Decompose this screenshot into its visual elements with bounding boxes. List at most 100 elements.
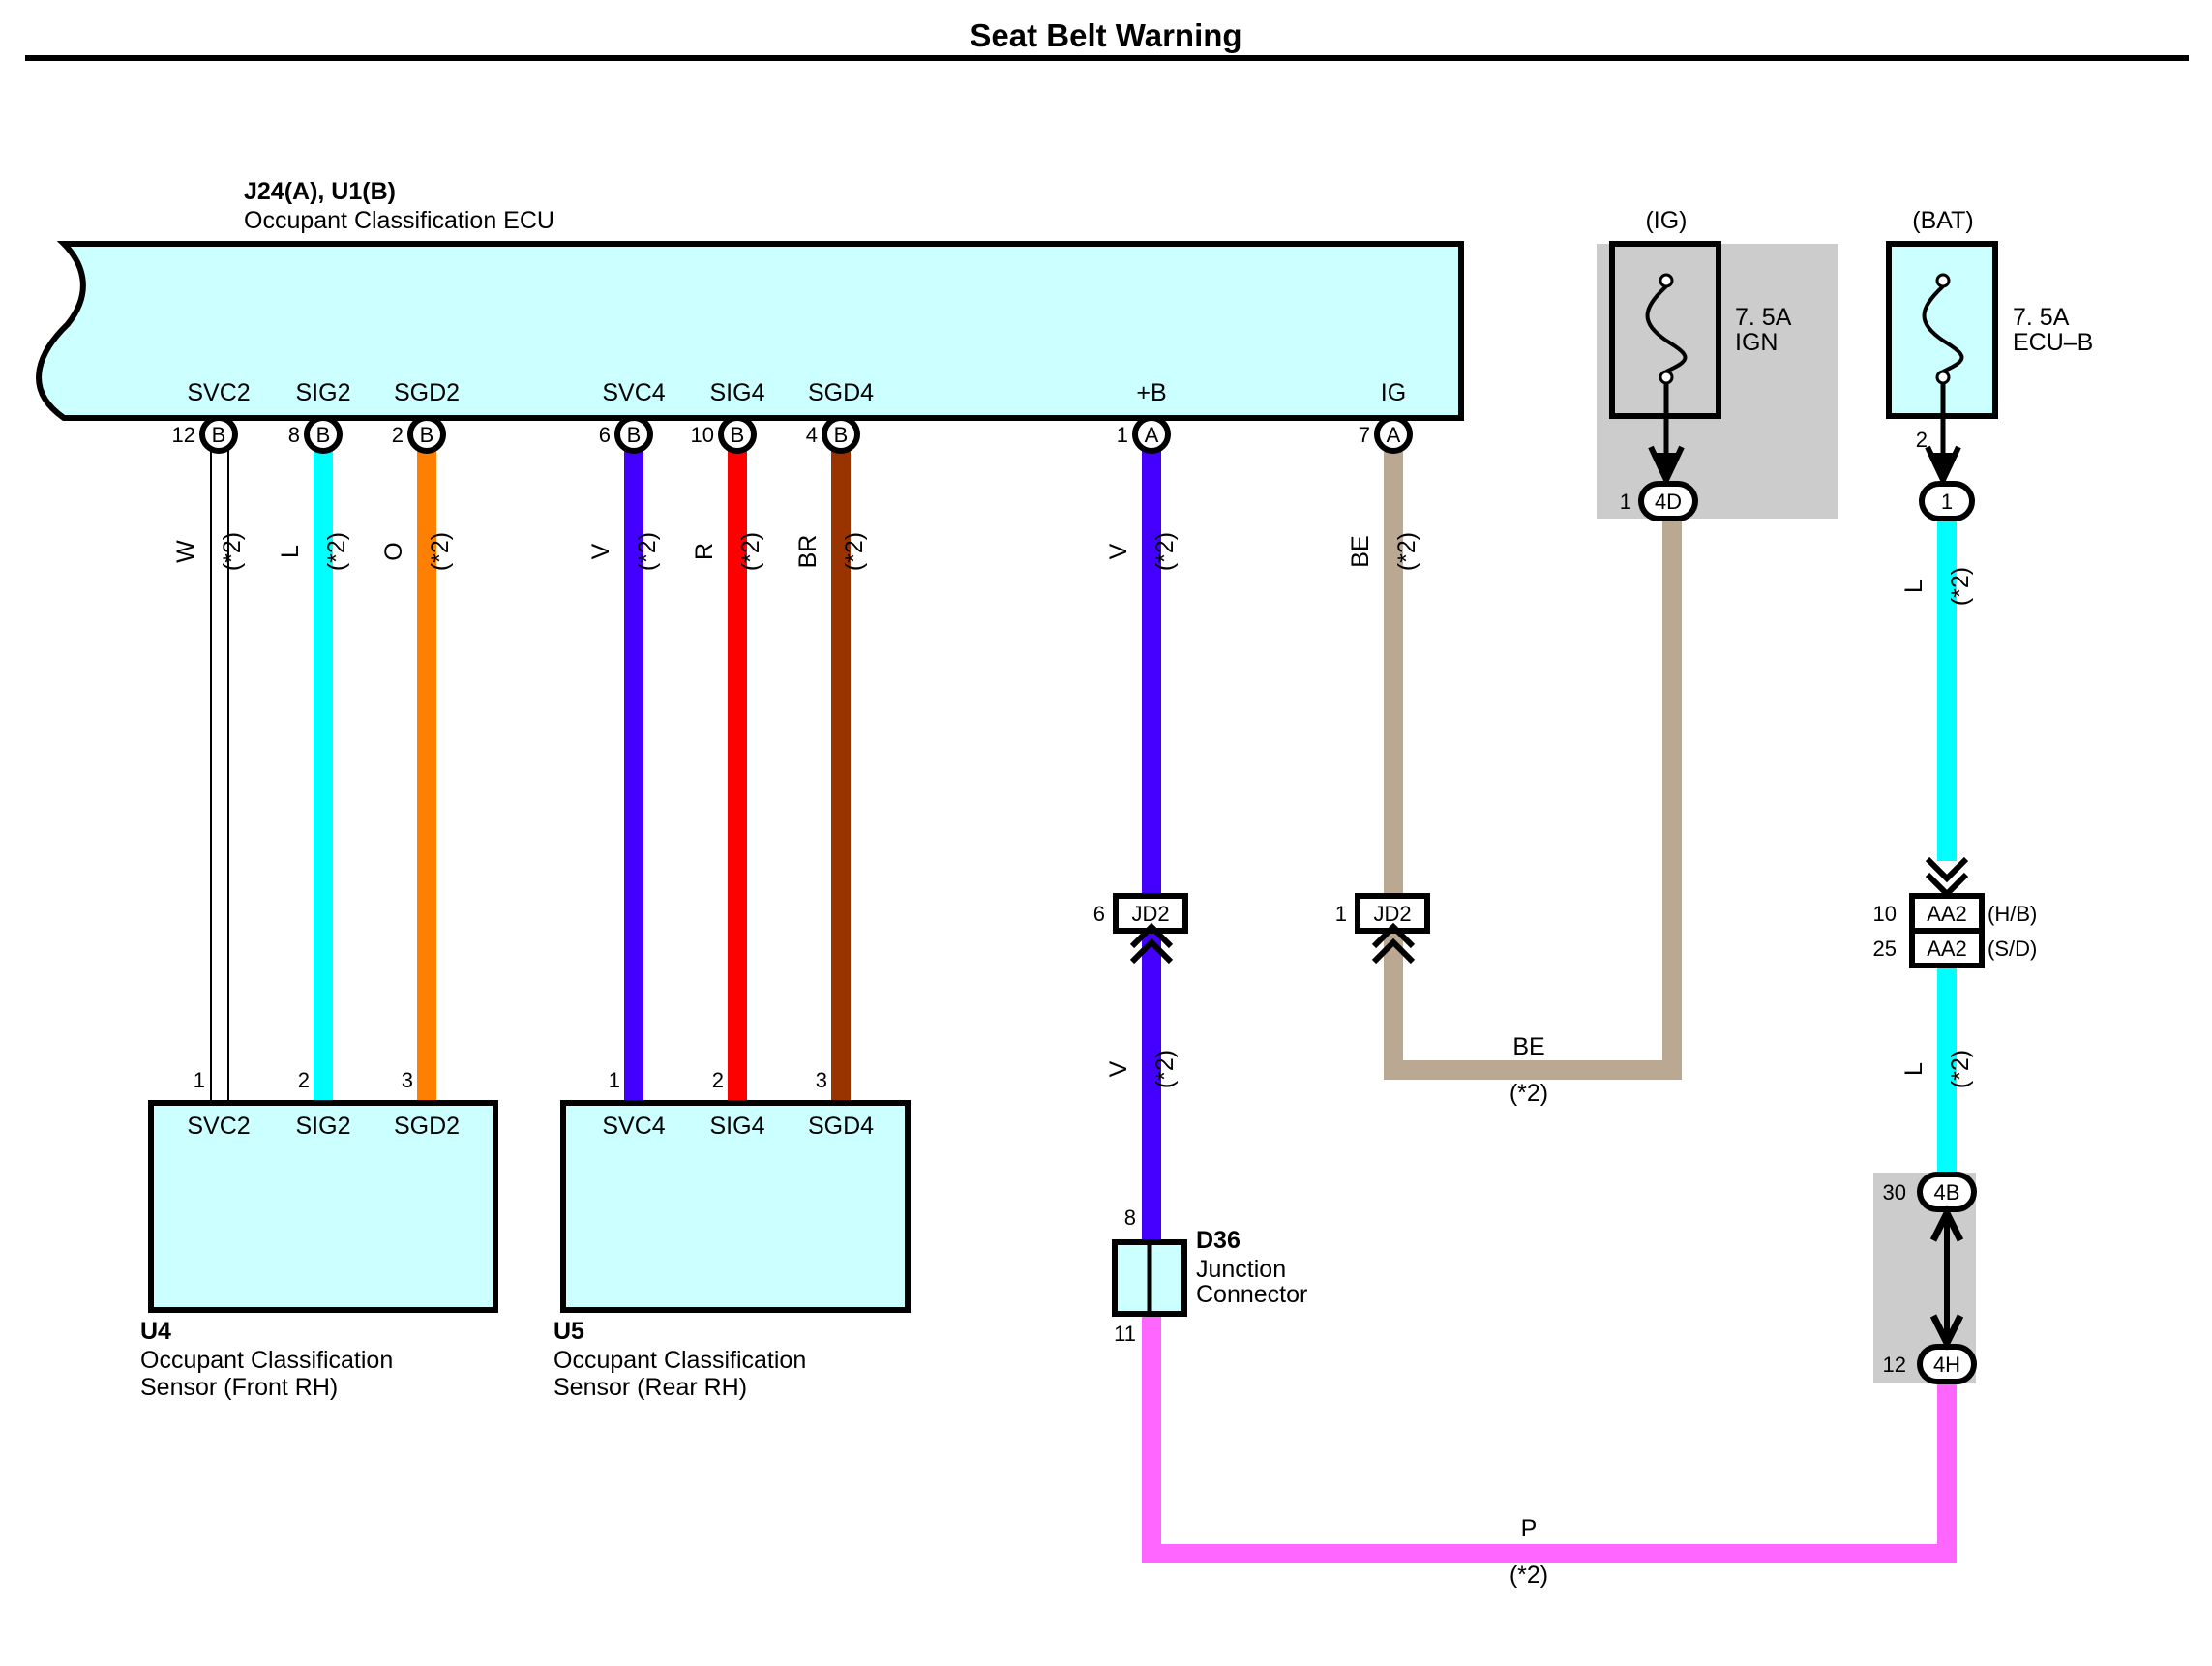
ecu-name: Occupant Classification ECU bbox=[244, 207, 554, 234]
wire-labels: W(*2)L(*2)O(*2)V(*2)R(*2)BR(*2)V(*2)BE(*… bbox=[172, 532, 1974, 1088]
aa2-hb-suffix: (H/B) bbox=[1988, 902, 2037, 926]
fuse-ig bbox=[1609, 241, 1721, 488]
wire-note-label: (*2) bbox=[1947, 1050, 1974, 1088]
wire-note-label: (*2) bbox=[841, 532, 868, 571]
sensor_u4-terminal-label: SVC2 bbox=[187, 1113, 250, 1140]
wire-be-bottom-color: BE bbox=[1512, 1033, 1544, 1060]
ecu-pin-number: 10 bbox=[691, 423, 714, 447]
ecu-terminal-label: SIG4 bbox=[710, 379, 765, 406]
sensor-u5-ref: U5 bbox=[553, 1318, 584, 1345]
connector-jd2-left: JD2 6 bbox=[1093, 893, 1188, 962]
jd2-left-name: JD2 bbox=[1131, 902, 1169, 926]
sensor_u4-terminal-pin: 3 bbox=[402, 1068, 413, 1092]
ecu-body bbox=[36, 241, 1464, 421]
ecu-pin-number: 6 bbox=[599, 423, 611, 447]
junction-pin-bottom: 11 bbox=[1114, 1322, 1136, 1346]
wire-be-bottom-note: (*2) bbox=[1510, 1080, 1548, 1107]
connector-4d-name: 4D bbox=[1655, 490, 1682, 514]
sensor-u5-name-2: Sensor (Rear RH) bbox=[553, 1374, 747, 1401]
fuse-ig-name: IGN bbox=[1735, 329, 1778, 356]
junction-name-2: Connector bbox=[1196, 1281, 1307, 1308]
sensor_u4-terminal-pin: 2 bbox=[298, 1068, 310, 1092]
sensor-u4-body bbox=[148, 1100, 498, 1313]
ecu-terminals: SVC2B12SIG2B8SGD2B2SVC4B6SIG4B10SGD4B4+B… bbox=[172, 379, 1413, 454]
wire-color-label: R bbox=[691, 543, 718, 560]
wire-color-label: BR bbox=[794, 535, 822, 569]
wire-svc2-w bbox=[210, 447, 229, 1101]
sensor-u5-body bbox=[560, 1100, 911, 1313]
connector-4d: 4D 1 bbox=[1620, 481, 1698, 521]
jd2-right-name: JD2 bbox=[1373, 902, 1411, 926]
sensor_u5-terminal-label: SIG4 bbox=[710, 1113, 765, 1140]
jd2-left-pin: 6 bbox=[1093, 902, 1105, 926]
wire-color-label: V bbox=[1105, 543, 1132, 559]
wire-p bbox=[1142, 1316, 1957, 1563]
wire-color-label: L bbox=[1900, 580, 1928, 593]
fuse-bat-source: (BAT) bbox=[1912, 207, 1973, 234]
fuse-bat-rating: 7. 5A bbox=[2013, 304, 2070, 331]
connector-4b: 4B 30 bbox=[1883, 1172, 1977, 1212]
wire-note-label: (*2) bbox=[1151, 532, 1179, 571]
ecu-pin-conn: B bbox=[212, 423, 226, 447]
junction-pin-top: 8 bbox=[1124, 1205, 1136, 1230]
aa2-sd-name: AA2 bbox=[1927, 937, 1967, 961]
wire-note-label: (*2) bbox=[1393, 532, 1420, 571]
connector-1: 1 bbox=[1919, 481, 1975, 521]
junction-d36: 8 11 bbox=[1112, 1205, 1187, 1346]
ecu-pin-conn: B bbox=[420, 423, 434, 447]
wire-color-label: L bbox=[1900, 1062, 1928, 1076]
fuse-ig-rating: 7. 5A bbox=[1735, 304, 1792, 331]
sensor_u5-terminal-pin: 1 bbox=[609, 1068, 620, 1092]
wire-color-label: L bbox=[277, 545, 304, 558]
connector-4b-pin: 30 bbox=[1883, 1180, 1906, 1205]
wire-color-label: BE bbox=[1347, 535, 1374, 567]
junction-ref: D36 bbox=[1196, 1227, 1241, 1254]
ecu-pin-number: 4 bbox=[806, 423, 818, 447]
sensor_u4-terminal-pin: 1 bbox=[194, 1068, 205, 1092]
connector-1-name: 1 bbox=[1941, 490, 1953, 514]
ecu-pin-conn: B bbox=[731, 423, 745, 447]
sensor-u4-name-1: Occupant Classification bbox=[140, 1347, 393, 1374]
fuse-bat-pin: 2 bbox=[1916, 428, 1928, 452]
junction-name-1: Junction bbox=[1196, 1256, 1286, 1283]
ecu-pin-number: 12 bbox=[172, 423, 195, 447]
ecu-pin-number: 7 bbox=[1359, 423, 1370, 447]
ecu-terminal-label: SVC2 bbox=[187, 379, 250, 406]
wire-color-label: O bbox=[380, 542, 407, 560]
aa2-hb-name: AA2 bbox=[1927, 902, 1967, 926]
connector-aa2-hb: AA2 10 (H/B) bbox=[1873, 893, 2037, 934]
ecu-pin-circle bbox=[822, 415, 860, 454]
ecu-terminal-label: IG bbox=[1381, 379, 1406, 406]
wire-p-bottom-color: P bbox=[1521, 1515, 1538, 1542]
fuse-bat-name: ECU–B bbox=[2013, 329, 2093, 356]
wire-note-label: (*2) bbox=[427, 532, 454, 571]
ecu-pin-circle bbox=[1132, 415, 1171, 454]
double-arrow-icon bbox=[1929, 1205, 1964, 1351]
wire-color-label: W bbox=[172, 540, 199, 563]
sensor-u4-name-2: Sensor (Front RH) bbox=[140, 1374, 338, 1401]
ecu-pin-circle bbox=[718, 415, 757, 454]
ecu-terminal-label: SVC4 bbox=[602, 379, 665, 406]
aa2-sd-suffix: (S/D) bbox=[1988, 937, 2037, 961]
connector-4h-pin: 12 bbox=[1883, 1353, 1906, 1377]
aa2-hb-pin: 10 bbox=[1873, 902, 1897, 926]
fuse-bat: 2 bbox=[1886, 241, 1998, 488]
wire-note-label: (*2) bbox=[219, 532, 246, 571]
connector-aa2-sd: AA2 25 (S/D) bbox=[1873, 928, 2037, 968]
ecu-pin-circle bbox=[1374, 415, 1413, 454]
ecu-terminal-label: SGD2 bbox=[394, 379, 460, 406]
connector-jd2-right: JD2 1 bbox=[1335, 893, 1430, 962]
fuse-ig-source: (IG) bbox=[1645, 207, 1687, 234]
ecu-pin-conn: B bbox=[834, 423, 849, 447]
ecu-pin-number: 8 bbox=[288, 423, 300, 447]
wire-p-bottom-note: (*2) bbox=[1510, 1562, 1548, 1589]
ecu-terminal-label: SGD4 bbox=[808, 379, 874, 406]
ecu-pin-conn: A bbox=[1387, 423, 1401, 447]
sensor_u5-terminal-label: SGD4 bbox=[808, 1113, 874, 1140]
ecu-pin-number: 2 bbox=[392, 423, 404, 447]
wire-note-label: (*2) bbox=[737, 532, 764, 571]
wire-note-label: (*2) bbox=[323, 532, 350, 571]
